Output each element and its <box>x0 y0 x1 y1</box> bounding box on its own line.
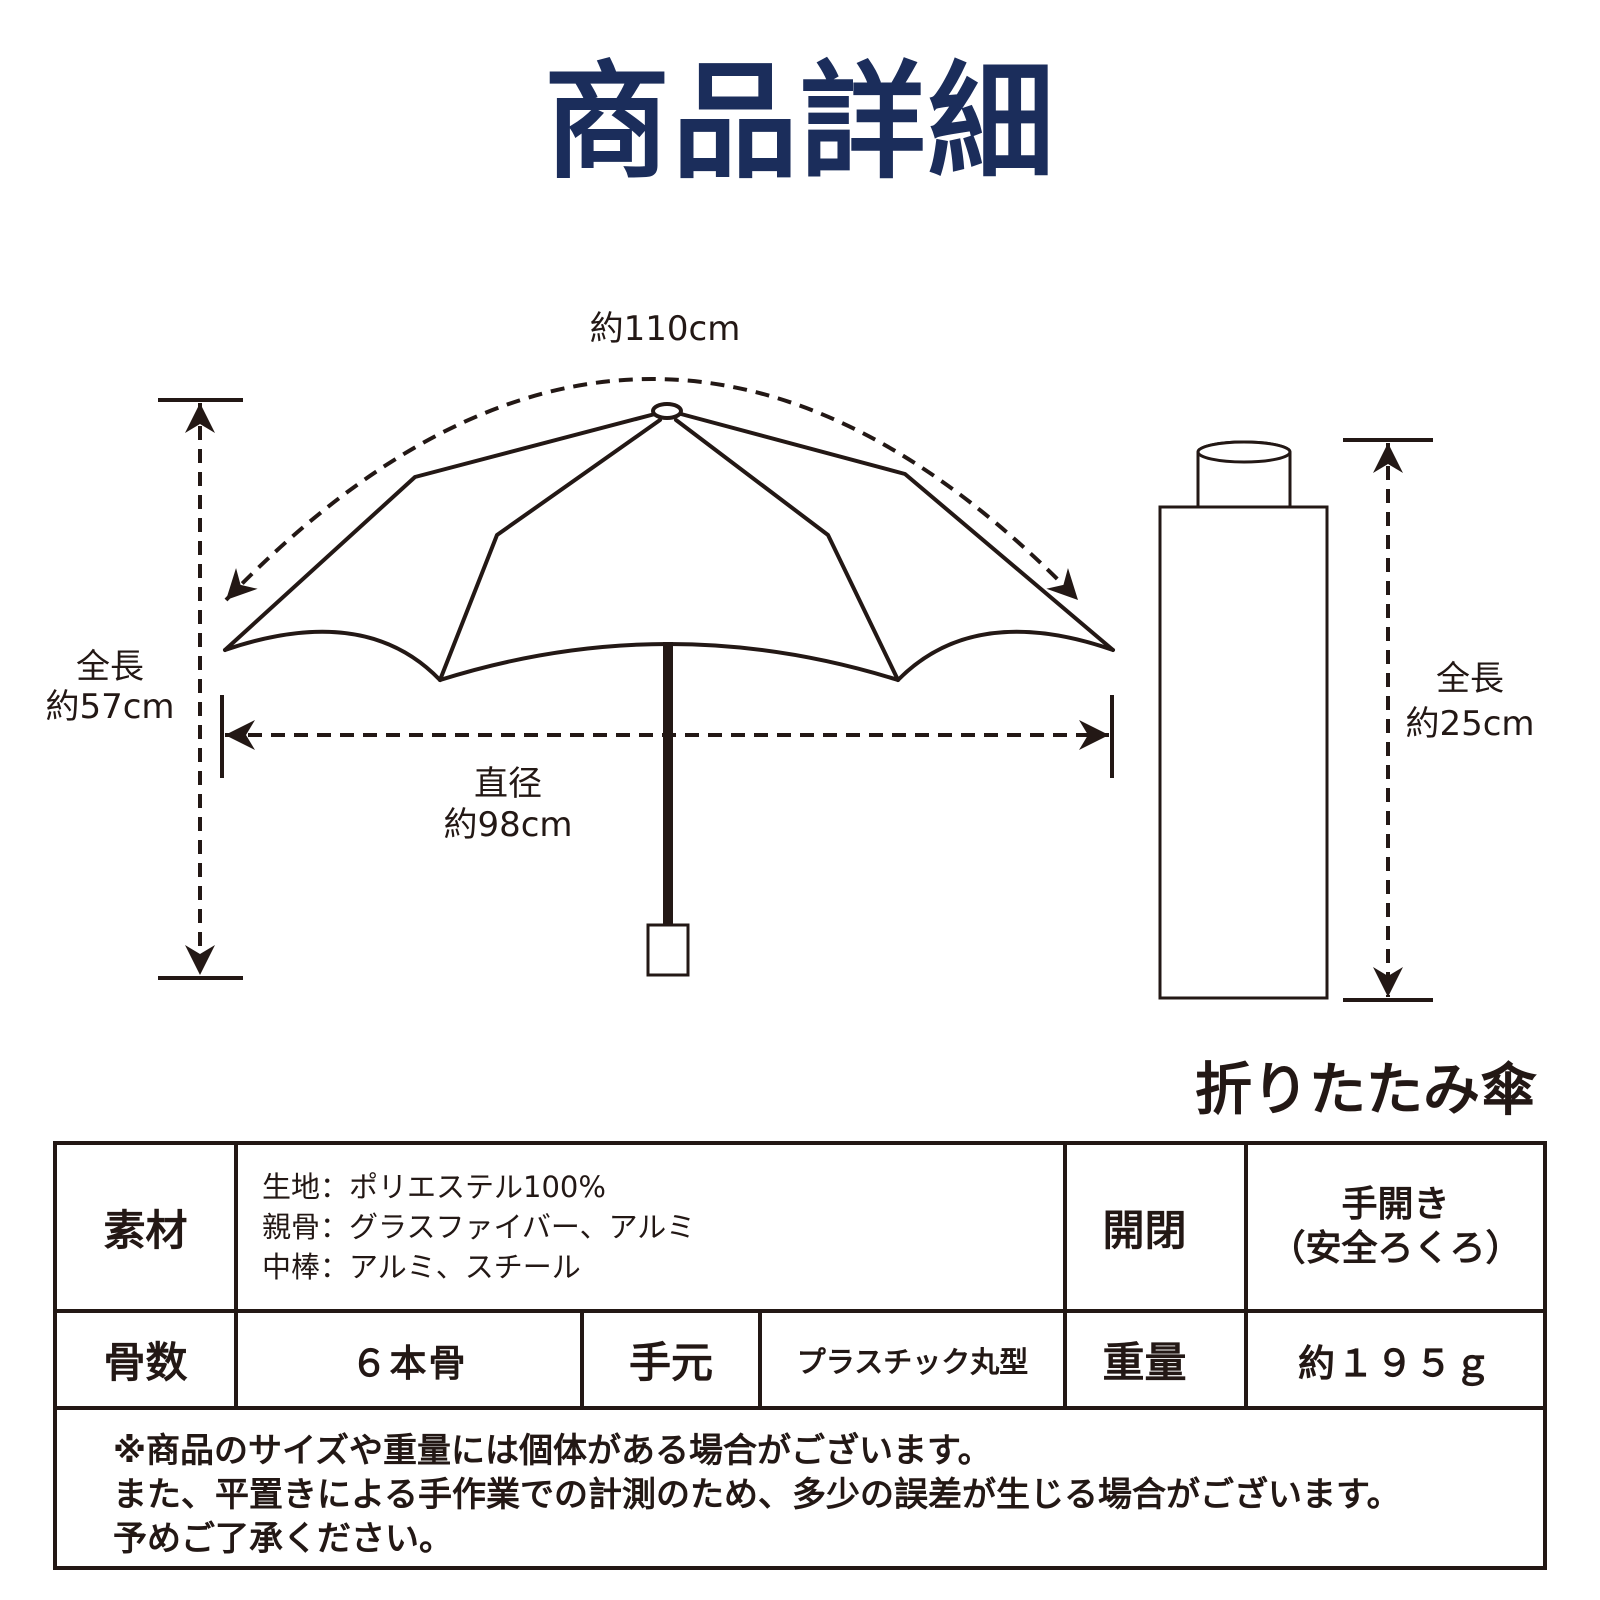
material-line-ribs: 親骨：グラスファイバー、アルミ <box>262 1207 695 1247</box>
material-value: アルミ、スチール <box>349 1250 581 1284</box>
canopy-edge-left <box>223 629 442 682</box>
material-part: 生地 <box>262 1170 321 1204</box>
opening-value-line1: 手開き <box>1341 1184 1450 1225</box>
open-length-label: 全長 <box>76 647 144 687</box>
material-line-shaft: 中棒：アルミ、スチール <box>262 1247 581 1287</box>
umbrella-dimension-diagram: 約110cm 全長 約57cm 直径 約98cm 全長 約25cm <box>45 309 1535 1002</box>
canopy-outer-rib-right <box>679 412 1115 652</box>
ribs-header: 骨数 <box>57 1313 234 1406</box>
note-line: 予めご了承ください。 <box>113 1519 453 1559</box>
opening-header: 開閉 <box>1067 1145 1244 1309</box>
folded-umbrella-body <box>1158 505 1329 1000</box>
open-length-value: 約57cm <box>45 687 174 727</box>
note-line: ※商品のサイズや重量には個体がある場合がございます。 <box>113 1431 992 1471</box>
folded-length-value: 約25cm <box>1405 704 1534 744</box>
material-value: グラスファイバー、アルミ <box>349 1210 696 1244</box>
canopy-outer-rib-left <box>223 412 657 652</box>
canopy-inner-rib-left <box>438 418 662 682</box>
opening-value: 手開き （安全ろくろ） <box>1248 1145 1543 1309</box>
material-separator: ： <box>320 1250 350 1284</box>
folded-umbrella-cap-top <box>1196 440 1292 464</box>
disclaimer-note: ※商品のサイズや重量には個体がある場合がございます。 また、平置きによる手作業で… <box>57 1410 1543 1566</box>
diameter-value: 約98cm <box>443 805 572 845</box>
material-value: ポリエステル100% <box>349 1170 606 1204</box>
material-line-fabric: 生地：ポリエステル100% <box>262 1167 606 1207</box>
umbrella-handle <box>646 923 690 977</box>
material-separator: ： <box>320 1170 350 1204</box>
note-line: また、平置きによる手作業での計測のため、多少の誤差が生じる場合がございます。 <box>113 1475 1401 1515</box>
ribs-value: ６本骨 <box>238 1313 580 1406</box>
arc-length-label: 約110cm <box>590 309 741 349</box>
material-separator: ： <box>320 1210 350 1244</box>
material-header: 素材 <box>57 1145 234 1309</box>
opening-value-line2: （安全ろくろ） <box>1269 1228 1522 1269</box>
product-type-heading: 折りたたみ傘 <box>1195 1057 1537 1123</box>
handle-value: プラスチック丸型 <box>762 1313 1063 1406</box>
page-title: 商品詳細 <box>544 49 1056 196</box>
folded-length-label: 全長 <box>1436 659 1504 699</box>
weight-value: 約１９５ｇ <box>1248 1313 1543 1406</box>
material-part: 親骨 <box>262 1210 321 1244</box>
umbrella-tip-cap <box>651 402 683 420</box>
handle-header: 手元 <box>584 1313 758 1406</box>
material-detail: 生地：ポリエステル100% 親骨：グラスファイバー、アルミ 中棒：アルミ、スチー… <box>238 1145 1063 1309</box>
arc-length-dimension-line <box>224 377 1080 602</box>
canopy-inner-rib-right <box>674 418 900 682</box>
material-part: 中棒 <box>262 1250 321 1284</box>
spec-table: 素材 生地：ポリエステル100% 親骨：グラスファイバー、アルミ 中棒：アルミ、… <box>53 1141 1547 1570</box>
canopy-edge-right <box>896 629 1115 682</box>
weight-header: 重量 <box>1067 1313 1244 1406</box>
diameter-label: 直径 <box>474 764 542 804</box>
